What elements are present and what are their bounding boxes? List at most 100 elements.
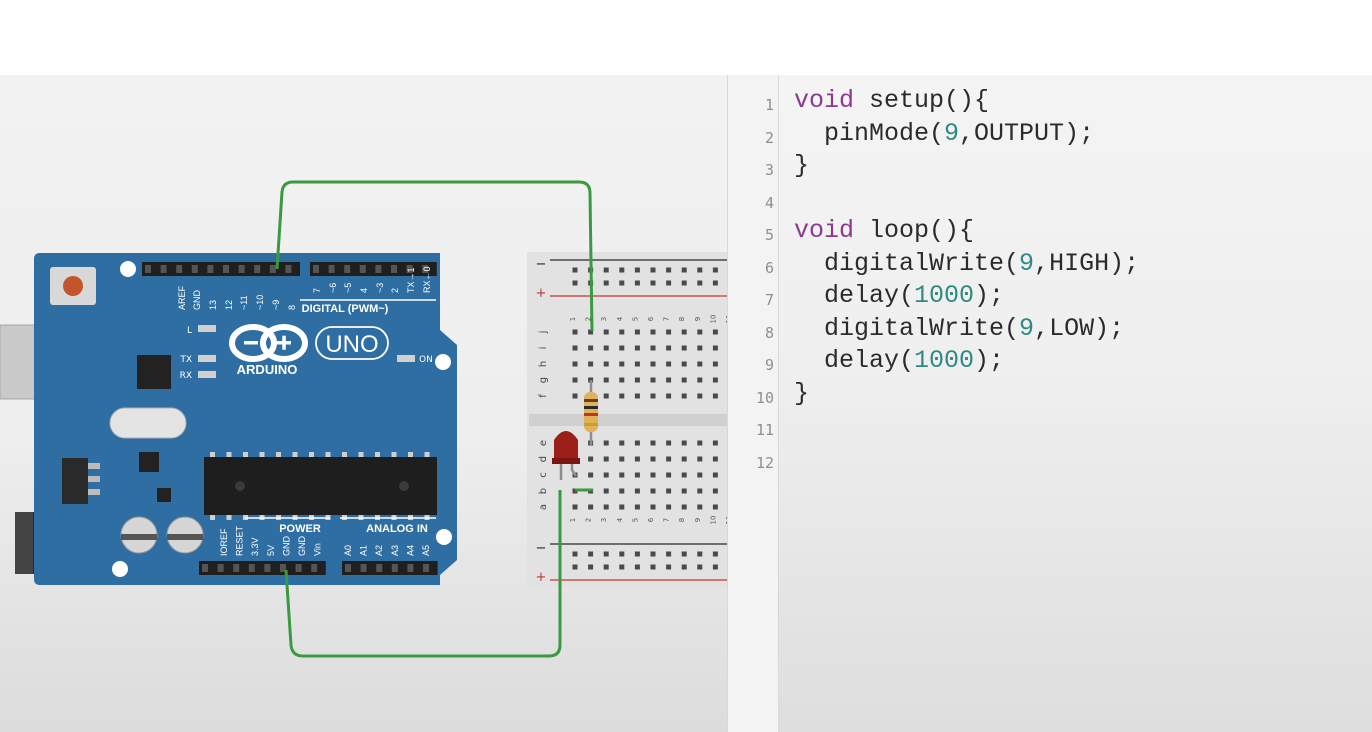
led-l <box>198 325 216 332</box>
header-pin[interactable] <box>375 265 382 273</box>
code-line[interactable]: pinMode(9,OUTPUT); <box>794 119 1094 148</box>
header-pin[interactable] <box>191 265 198 273</box>
header-pin[interactable] <box>207 265 214 273</box>
row-label: c <box>538 472 549 478</box>
column-label: 7 <box>663 317 671 321</box>
header-pin[interactable] <box>345 564 351 572</box>
header-pin[interactable] <box>254 265 261 273</box>
line-number: 10 <box>755 388 774 407</box>
column-label: 10 <box>709 516 717 525</box>
line-number: 9 <box>764 356 774 374</box>
red-led[interactable] <box>552 431 580 480</box>
line-number: 4 <box>764 193 774 212</box>
pin-label: GND <box>297 536 307 557</box>
header-pin[interactable] <box>202 564 208 572</box>
header-pin[interactable] <box>285 265 292 273</box>
column-label: 5 <box>631 518 639 522</box>
line-number: 5 <box>764 226 774 244</box>
led-tx <box>198 355 216 362</box>
column-label: 3 <box>600 317 608 321</box>
header-pin[interactable] <box>423 564 429 572</box>
rail-minus-top: − <box>536 257 547 272</box>
header-pin[interactable] <box>145 265 151 273</box>
header-pin[interactable] <box>269 265 276 273</box>
header-pin[interactable] <box>328 265 335 273</box>
header-pin[interactable] <box>217 564 224 572</box>
pin-label: RX←0 <box>422 266 432 293</box>
code-line[interactable]: delay(1000); <box>794 281 1004 310</box>
code-line[interactable]: void setup(){ <box>794 86 989 115</box>
code-line[interactable]: } <box>794 379 809 408</box>
header-pin[interactable] <box>160 265 167 273</box>
code-number: 9 <box>1019 313 1035 343</box>
code-text: digitalWrite( <box>794 313 1020 343</box>
header-pin[interactable] <box>359 265 366 273</box>
code-text: ); <box>974 281 1005 310</box>
digital-pwm-label: DIGITAL (PWM~) <box>302 303 389 315</box>
header-pin[interactable] <box>280 564 286 572</box>
led-rx-label: RX <box>180 371 192 381</box>
rail-plus-bottom: + <box>536 570 547 585</box>
header-pin[interactable] <box>360 564 367 572</box>
code-text: loop(){ <box>854 216 975 245</box>
breadboard-holes[interactable] <box>572 267 728 570</box>
header-pin[interactable] <box>422 265 429 273</box>
header-pin[interactable] <box>295 564 302 572</box>
pin-label: A0 <box>343 545 353 556</box>
row-label: g <box>538 377 549 383</box>
power-label: POWER <box>279 523 321 535</box>
code-text: ,HIGH); <box>1034 248 1140 278</box>
code-text: ,OUTPUT); <box>959 118 1095 148</box>
wire-pin9-to-resistor[interactable] <box>275 180 594 332</box>
header-pin[interactable] <box>376 564 383 572</box>
line-number: 2 <box>764 128 774 147</box>
code-line[interactable]: } <box>794 151 809 180</box>
pin-label: 3.3V <box>250 537 260 556</box>
header-pin[interactable] <box>313 265 319 273</box>
code-line[interactable]: digitalWrite(9,HIGH); <box>794 249 1139 278</box>
header-pin[interactable] <box>311 564 318 572</box>
header-pin[interactable] <box>238 265 245 273</box>
code-text: pinMode( <box>794 118 945 148</box>
code-line[interactable]: digitalWrite(9,LOW); <box>794 314 1124 343</box>
header-pin[interactable] <box>223 265 229 273</box>
code-line[interactable]: delay(1000); <box>794 346 1004 375</box>
row-label: h <box>538 361 549 367</box>
code-number: 9 <box>1019 248 1035 278</box>
pin-label: A5 <box>421 545 431 556</box>
code-line[interactable]: void loop(){ <box>794 216 974 245</box>
rail-plus-top: + <box>536 286 547 301</box>
column-label: 10 <box>709 315 717 324</box>
pin-label: 7 <box>312 288 322 293</box>
header-pin[interactable] <box>407 564 414 572</box>
header-pin[interactable] <box>391 564 398 572</box>
led-rx <box>198 371 216 378</box>
line-number: 3 <box>764 161 774 179</box>
pin-label: ~10 <box>255 295 265 310</box>
arduino-logo <box>229 324 308 362</box>
pin-label: GND <box>192 290 202 311</box>
wire-gnd-to-led[interactable] <box>284 490 562 658</box>
header-pin[interactable] <box>176 265 183 273</box>
header-pin[interactable] <box>233 564 240 572</box>
header-pin[interactable] <box>264 564 271 572</box>
row-label: b <box>538 488 549 494</box>
column-label: 9 <box>694 518 702 522</box>
pin-label: TX→1 <box>406 267 416 293</box>
pin-label: AREF <box>177 285 187 310</box>
analog-header <box>342 561 438 575</box>
breadboard-center-gap <box>529 414 727 426</box>
header-pin[interactable] <box>344 265 351 273</box>
header-pin[interactable] <box>391 265 397 273</box>
header-pin[interactable] <box>248 564 255 572</box>
resistor[interactable] <box>584 380 598 445</box>
header-pin[interactable] <box>406 265 413 273</box>
uno-label: UNO <box>325 331 378 358</box>
code-text: digitalWrite( <box>794 248 1020 278</box>
led-on <box>397 355 415 362</box>
pin-label: 12 <box>224 300 234 310</box>
